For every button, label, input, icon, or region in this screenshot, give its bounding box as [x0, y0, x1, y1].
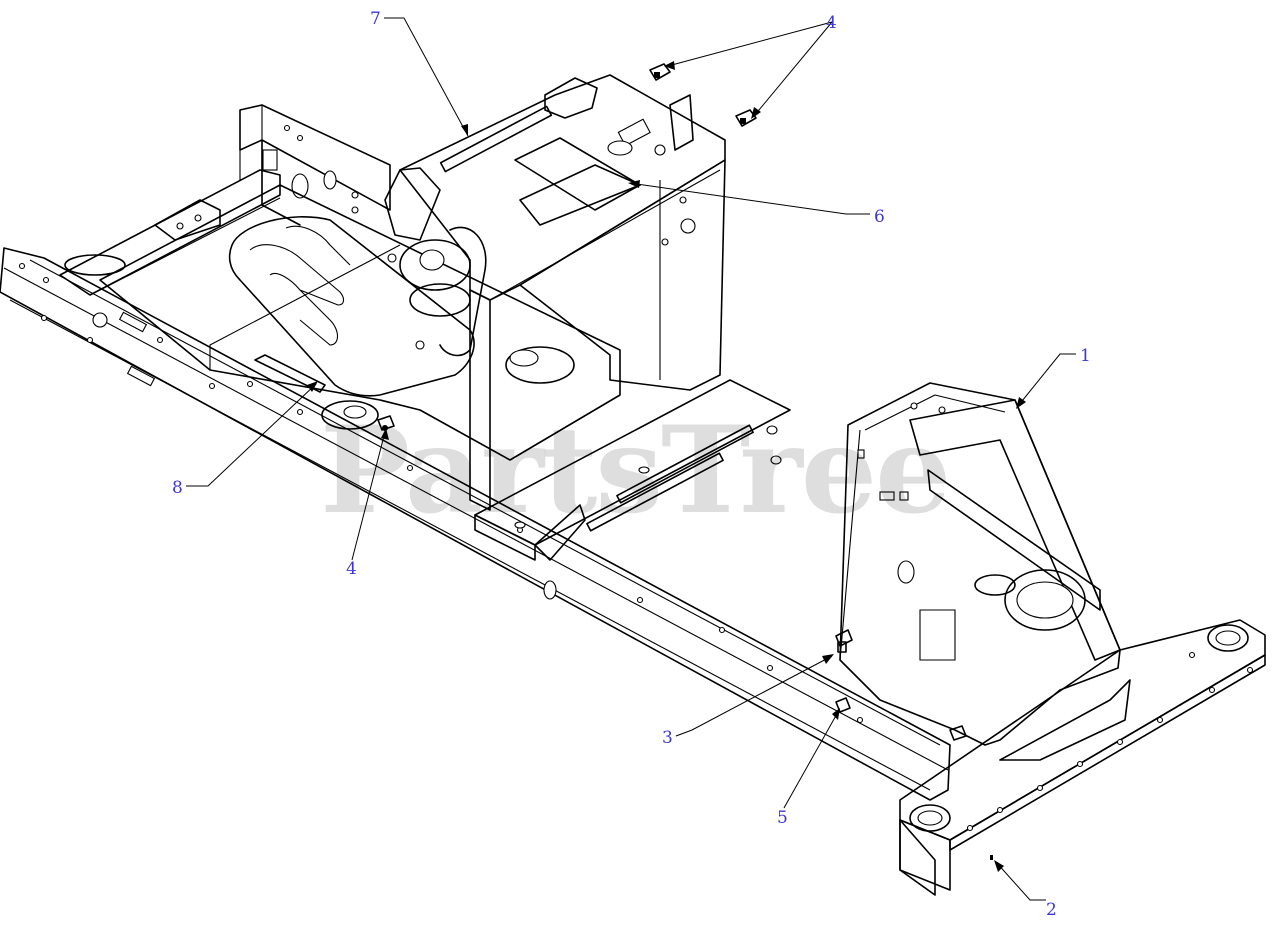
bolt-4-lower [377, 415, 395, 431]
main-frame-rail [0, 247, 951, 801]
fasteners [377, 63, 993, 860]
rear-upright-frame [239, 104, 391, 226]
callout-8: 8 [172, 478, 183, 498]
nut-front [949, 725, 967, 741]
callout-2: 2 [1046, 900, 1057, 920]
steering-tower [384, 74, 726, 511]
bolt-2 [990, 855, 993, 860]
callout-3: 3 [662, 728, 673, 748]
bolt-4-top-b [735, 109, 757, 127]
callout-1: 1 [1080, 346, 1091, 366]
cross-member [474, 379, 791, 561]
leader-lines [186, 17, 1076, 901]
rear-side-rail [59, 169, 281, 328]
callout-6: 6 [874, 207, 885, 227]
callout-5: 5 [777, 808, 788, 828]
callout-7: 7 [370, 9, 381, 29]
callout-labels: 7 4 6 1 8 4 3 5 2 [172, 9, 1091, 920]
callout-4-lower: 4 [346, 559, 357, 579]
nut-5 [835, 697, 851, 713]
watermark: PartsTree [320, 400, 949, 541]
shift-plate [228, 216, 475, 397]
front-bracket [839, 382, 1121, 746]
callout-4-top: 4 [826, 13, 837, 33]
bolt-4-top-a [649, 63, 671, 81]
floor-pan [99, 184, 621, 461]
bolt-3 [835, 629, 853, 653]
front-axle-mount [899, 619, 1266, 896]
